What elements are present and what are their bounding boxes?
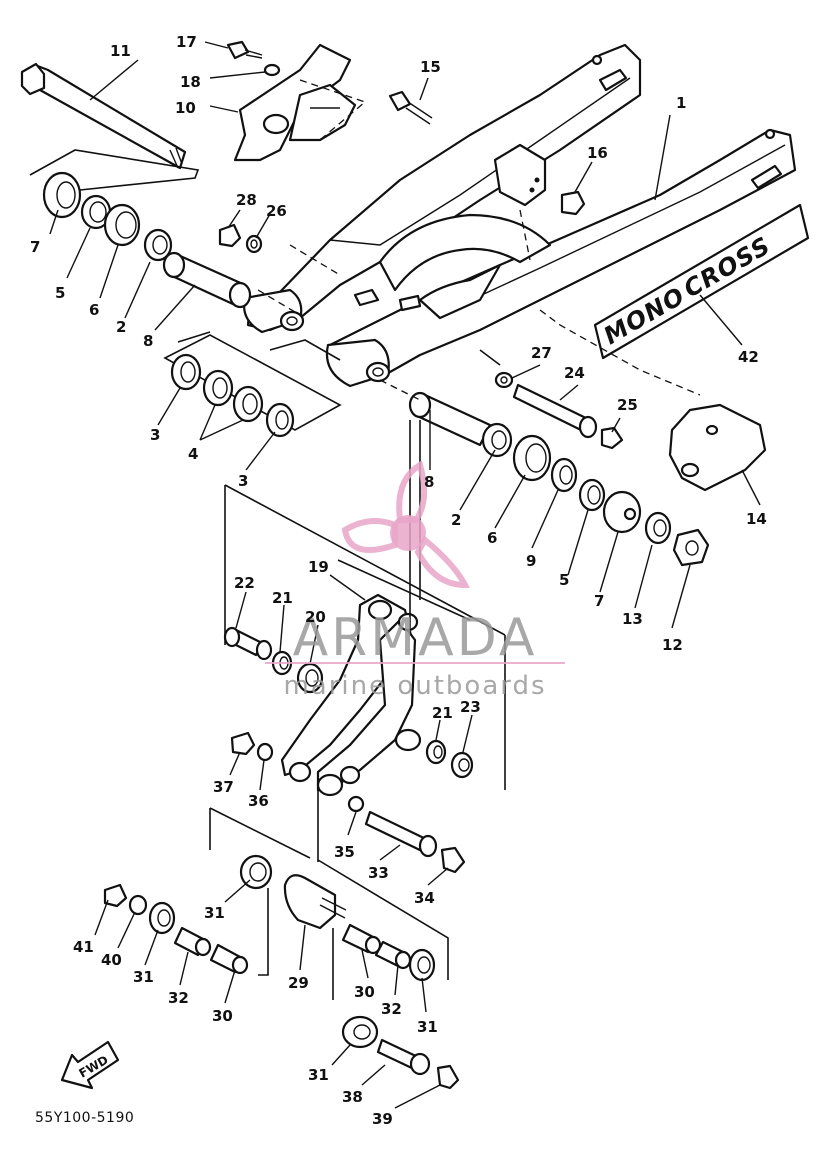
- part-label-31b: 31: [133, 968, 154, 986]
- pivot-shaft: [20, 62, 187, 170]
- part-label-42: 42: [738, 348, 759, 366]
- armada-logo-icon: [341, 460, 470, 589]
- drawing-code: 55Y100-5190: [35, 1110, 134, 1126]
- watermark: ARMADA marine outboards: [265, 460, 565, 701]
- part-label-26: 26: [266, 202, 287, 220]
- watermark-brand: ARMADA: [293, 608, 538, 668]
- part-label-28: 28: [236, 191, 257, 209]
- part-labels: 1 2 2 3 3 4 5 5 6 6 7 7 8 8 9 10 11 12 1…: [30, 33, 767, 1128]
- part-label-7b: 7: [594, 592, 604, 610]
- part-label-31d: 31: [308, 1066, 329, 1084]
- part-label-36: 36: [248, 792, 269, 810]
- part-label-34: 34: [414, 889, 435, 907]
- part-label-16: 16: [587, 144, 608, 162]
- part-label-38: 38: [342, 1088, 363, 1106]
- part-label-5b: 5: [559, 571, 569, 589]
- part-label-6a: 6: [89, 301, 99, 319]
- swingarm: [243, 43, 797, 388]
- part-label-15: 15: [420, 58, 441, 76]
- part-label-27: 27: [531, 344, 552, 362]
- right-pivot-bearings: [408, 391, 710, 567]
- mono-cross-decal: MONO CROSS: [593, 203, 810, 360]
- part-label-21a: 21: [272, 589, 293, 607]
- fwd-arrow-icon: FWD: [60, 1040, 120, 1090]
- part-label-17: 17: [176, 33, 197, 51]
- part-label-24: 24: [564, 364, 585, 382]
- part-label-30a: 30: [212, 1007, 233, 1025]
- part-label-5a: 5: [55, 284, 65, 302]
- watermark-tagline: marine outboards: [283, 671, 546, 701]
- part-label-11: 11: [110, 42, 131, 60]
- part-label-32a: 32: [168, 989, 189, 1007]
- part-label-41: 41: [73, 938, 94, 956]
- part-label-22: 22: [234, 574, 255, 592]
- part-label-29: 29: [288, 974, 309, 992]
- part-label-40: 40: [101, 951, 122, 969]
- part-label-31a: 31: [204, 904, 225, 922]
- part-label-39: 39: [372, 1110, 393, 1128]
- left-pivot-bearings: [42, 171, 252, 309]
- part-label-6b: 6: [487, 529, 497, 547]
- part-label-2a: 2: [116, 318, 126, 336]
- part-label-23: 23: [460, 698, 481, 716]
- part-label-9: 9: [526, 552, 536, 570]
- part-label-21b: 21: [432, 704, 453, 722]
- part-label-18: 18: [180, 73, 201, 91]
- relay-hardware: [223, 626, 474, 874]
- part-label-19: 19: [308, 558, 329, 576]
- part-label-10: 10: [175, 99, 196, 117]
- part-label-30b: 30: [354, 983, 375, 1001]
- rod-bearings: [103, 807, 460, 1090]
- part-label-3a: 3: [150, 426, 160, 444]
- top-hardware: [218, 40, 624, 450]
- chain-slider: [668, 403, 767, 492]
- part-label-7a: 7: [30, 238, 40, 256]
- part-label-14: 14: [746, 510, 767, 528]
- leader-lines: [49, 41, 761, 1109]
- part-label-32b: 32: [381, 1000, 402, 1018]
- part-label-31c: 31: [417, 1018, 438, 1036]
- part-label-4: 4: [188, 445, 198, 463]
- part-label-20: 20: [305, 608, 326, 626]
- part-label-3b: 3: [238, 472, 248, 490]
- chain-guide: [233, 43, 357, 162]
- part-label-8a: 8: [143, 332, 153, 350]
- part-label-13: 13: [622, 610, 643, 628]
- part-label-2b: 2: [451, 511, 461, 529]
- part-label-1: 1: [676, 94, 686, 112]
- part-label-35: 35: [334, 843, 355, 861]
- part-label-8b: 8: [424, 473, 434, 491]
- left-seal-stack: [163, 334, 342, 438]
- part-label-37: 37: [213, 778, 234, 796]
- part-label-12: 12: [662, 636, 683, 654]
- part-label-33: 33: [368, 864, 389, 882]
- part-label-25: 25: [617, 396, 638, 414]
